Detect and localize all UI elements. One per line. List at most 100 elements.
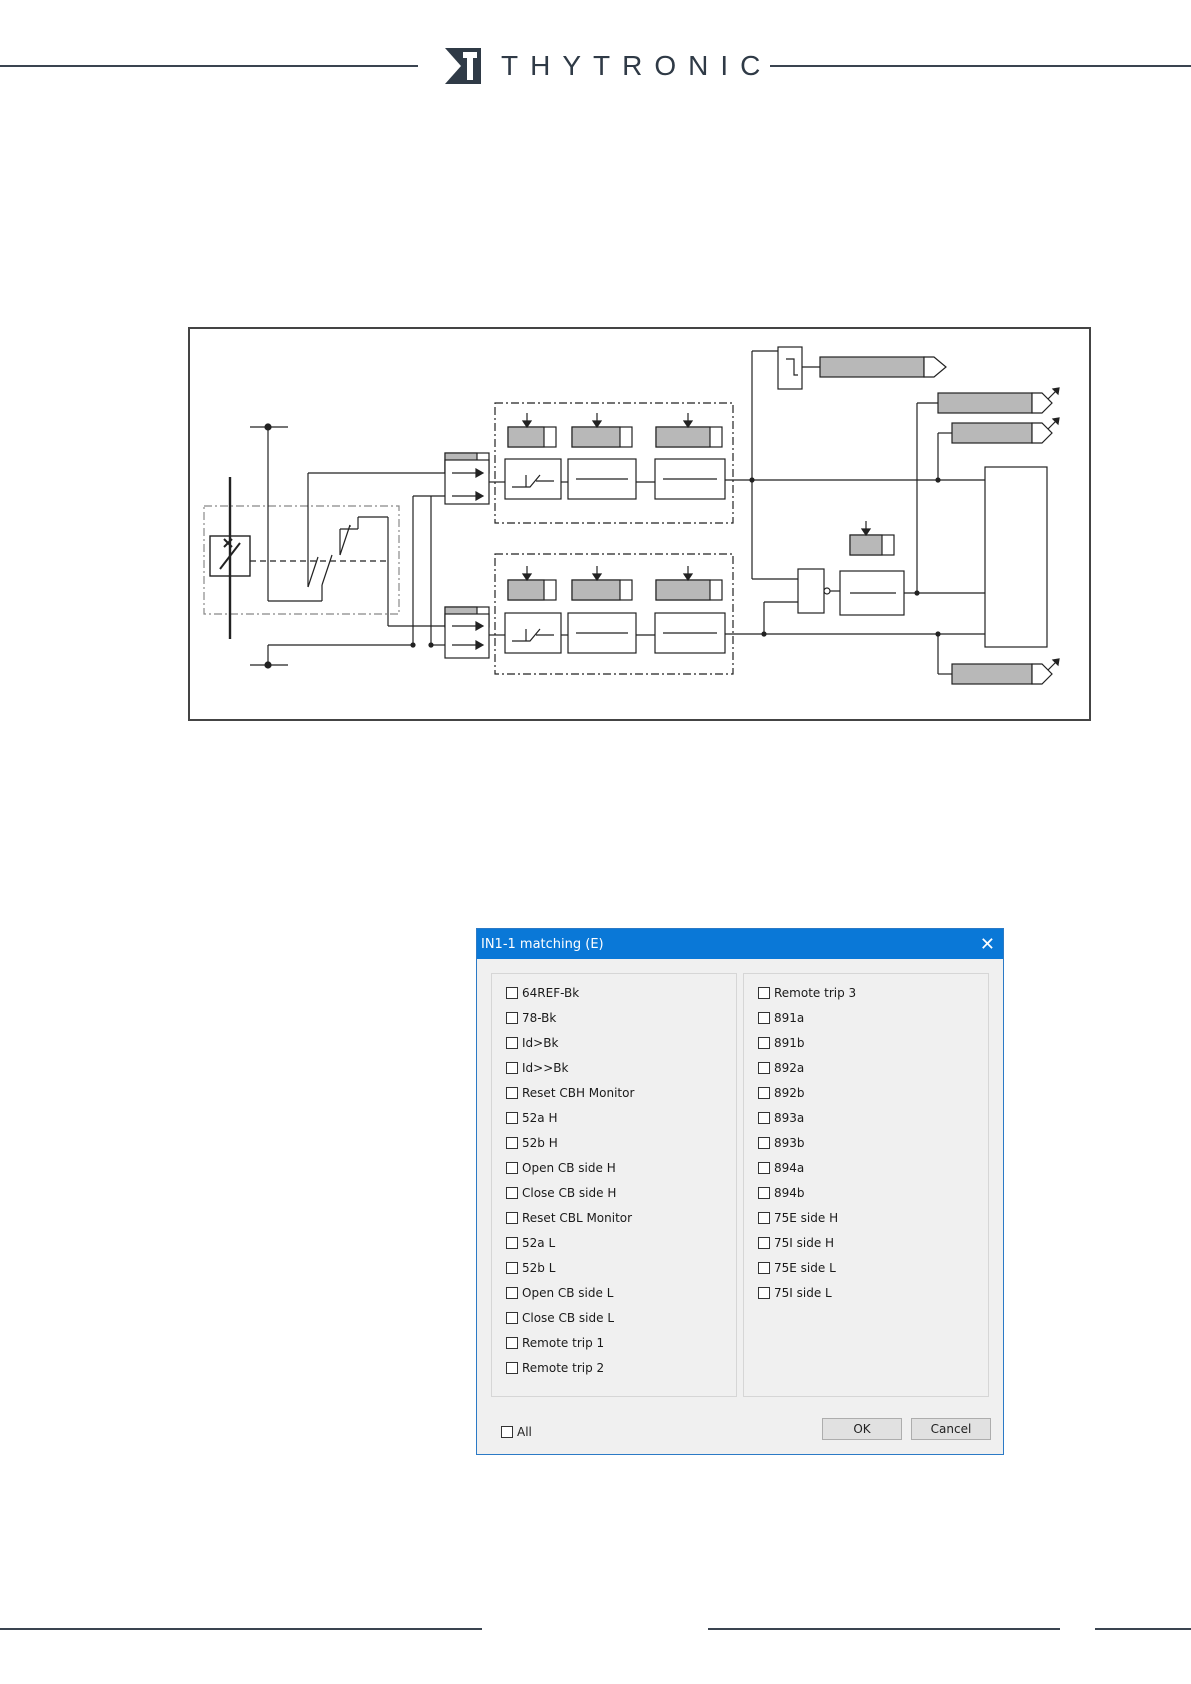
checkbox-icon[interactable] [506,1287,518,1299]
checkbox-label: 52b L [522,1261,556,1275]
footer-rule-middle [708,1628,1060,1630]
checkbox-item[interactable]: 893b [758,1134,805,1152]
checkbox-label: Id>>Bk [522,1061,569,1075]
checkbox-icon[interactable] [506,1212,518,1224]
checkbox-item[interactable]: 894b [758,1184,805,1202]
checkbox-icon[interactable] [758,1112,770,1124]
checkbox-label: Open CB side H [522,1161,616,1175]
checkbox-label: 891a [774,1011,805,1025]
checkbox-label: 894b [774,1186,805,1200]
checkbox-item[interactable]: 892a [758,1059,804,1077]
checkbox-item[interactable]: 75I side H [758,1234,834,1252]
checkbox-item[interactable]: 64REF-Bk [506,984,579,1002]
checkbox-icon[interactable] [506,1337,518,1349]
checkbox-item[interactable]: Reset CBL Monitor [506,1209,632,1227]
checkbox-icon[interactable] [758,1012,770,1024]
footer-rule-right [1095,1628,1191,1630]
checkbox-item[interactable]: Remote trip 2 [506,1359,604,1377]
checkbox-icon[interactable] [501,1426,513,1438]
checkbox-item[interactable]: 892b [758,1084,805,1102]
checkbox-item[interactable]: 75E side H [758,1209,838,1227]
checkbox-icon[interactable] [758,1187,770,1199]
checkbox-label: 64REF-Bk [522,986,580,1000]
checkbox-icon[interactable] [506,1237,518,1249]
checkbox-item[interactable]: 891b [758,1034,805,1052]
checkbox-item[interactable]: 891a [758,1009,804,1027]
checkbox-item[interactable]: 78-Bk [506,1009,556,1027]
checkbox-item[interactable]: Close CB side H [506,1184,616,1202]
checkbox-icon[interactable] [506,1012,518,1024]
checkbox-item[interactable]: 894a [758,1159,804,1177]
checkbox-item[interactable]: 52a H [506,1109,557,1127]
checkbox-icon[interactable] [758,1137,770,1149]
checkbox-icon[interactable] [506,987,518,999]
checkbox-label: 893b [774,1136,805,1150]
checkbox-label: 78-Bk [522,1011,557,1025]
checkbox-icon[interactable] [758,1262,770,1274]
checkbox-label: 892a [774,1061,805,1075]
checkbox-item[interactable]: Open CB side L [506,1284,613,1302]
checkbox-label: Remote trip 1 [522,1336,605,1350]
checkbox-icon[interactable] [506,1037,518,1049]
checkbox-label: 894a [774,1161,805,1175]
checkbox-icon[interactable] [758,1062,770,1074]
checkbox-icon[interactable] [506,1162,518,1174]
checkbox-item[interactable]: Open CB side H [506,1159,616,1177]
checkbox-icon[interactable] [506,1187,518,1199]
checkbox-label: Remote trip 2 [522,1361,605,1375]
checkbox-icon[interactable] [506,1112,518,1124]
checkbox-icon[interactable] [758,1212,770,1224]
ok-button[interactable]: OK [822,1418,902,1440]
right-checkbox-panel: Remote trip 3 891a 891b 892a 892b 893a 893b 894… [743,973,989,1397]
dialog-title-bar: IN1-1 matching (E) ✕ [477,929,1003,959]
checkbox-icon[interactable] [758,987,770,999]
brand-name: THYTRONIC [501,50,773,81]
checkbox-icon[interactable] [506,1362,518,1374]
checkbox-item[interactable]: 52a L [506,1234,555,1252]
checkbox-label: Open CB side L [522,1286,614,1300]
checkbox-item[interactable]: 75E side L [758,1259,836,1277]
checkbox-icon[interactable] [758,1237,770,1249]
checkbox-label: Close CB side H [522,1186,617,1200]
thytronic-logo-icon [445,48,481,84]
checkbox-label: 75I side L [774,1286,832,1300]
dialog-title: IN1-1 matching (E) [481,936,604,952]
logic-diagram [188,327,1091,721]
checkbox-icon[interactable] [506,1137,518,1149]
checkbox-item[interactable]: 893a [758,1109,804,1127]
checkbox-icon[interactable] [506,1062,518,1074]
checkbox-icon[interactable] [506,1312,518,1324]
checkbox-icon[interactable] [506,1087,518,1099]
checkbox-item[interactable]: Id>>Bk [506,1059,568,1077]
checkbox-icon[interactable] [758,1037,770,1049]
checkbox-icon[interactable] [506,1262,518,1274]
checkbox-icon[interactable] [758,1162,770,1174]
checkbox-item[interactable]: Close CB side L [506,1309,614,1327]
checkbox-item[interactable]: Reset CBH Monitor [506,1084,634,1102]
checkbox-label: 891b [774,1036,805,1050]
all-checkbox[interactable]: All [501,1425,532,1439]
close-icon[interactable]: ✕ [979,934,995,954]
checkbox-item[interactable]: Remote trip 3 [758,984,856,1002]
checkbox-label: 52a H [522,1111,558,1125]
checkbox-item[interactable]: Id>Bk [506,1034,558,1052]
checkbox-label: 893a [774,1111,805,1125]
checkbox-label: Reset CBL Monitor [522,1211,633,1225]
header-logo: THYTRONIC [445,46,772,86]
checkbox-label: 75E side H [774,1211,839,1225]
checkbox-item[interactable]: Remote trip 1 [506,1334,604,1352]
footer-rule-left [0,1628,482,1630]
checkbox-item[interactable]: 52b H [506,1134,558,1152]
checkbox-label: Reset CBH Monitor [522,1086,635,1100]
checkbox-item[interactable]: 52b L [506,1259,555,1277]
checkbox-item[interactable]: 75I side L [758,1284,832,1302]
checkbox-label: 52a L [522,1236,556,1250]
checkbox-label: 892b [774,1086,805,1100]
checkbox-icon[interactable] [758,1287,770,1299]
checkbox-icon[interactable] [758,1087,770,1099]
checkbox-label: Id>Bk [522,1036,559,1050]
cancel-button[interactable]: Cancel [911,1418,991,1440]
header-rule-right [770,65,1191,67]
